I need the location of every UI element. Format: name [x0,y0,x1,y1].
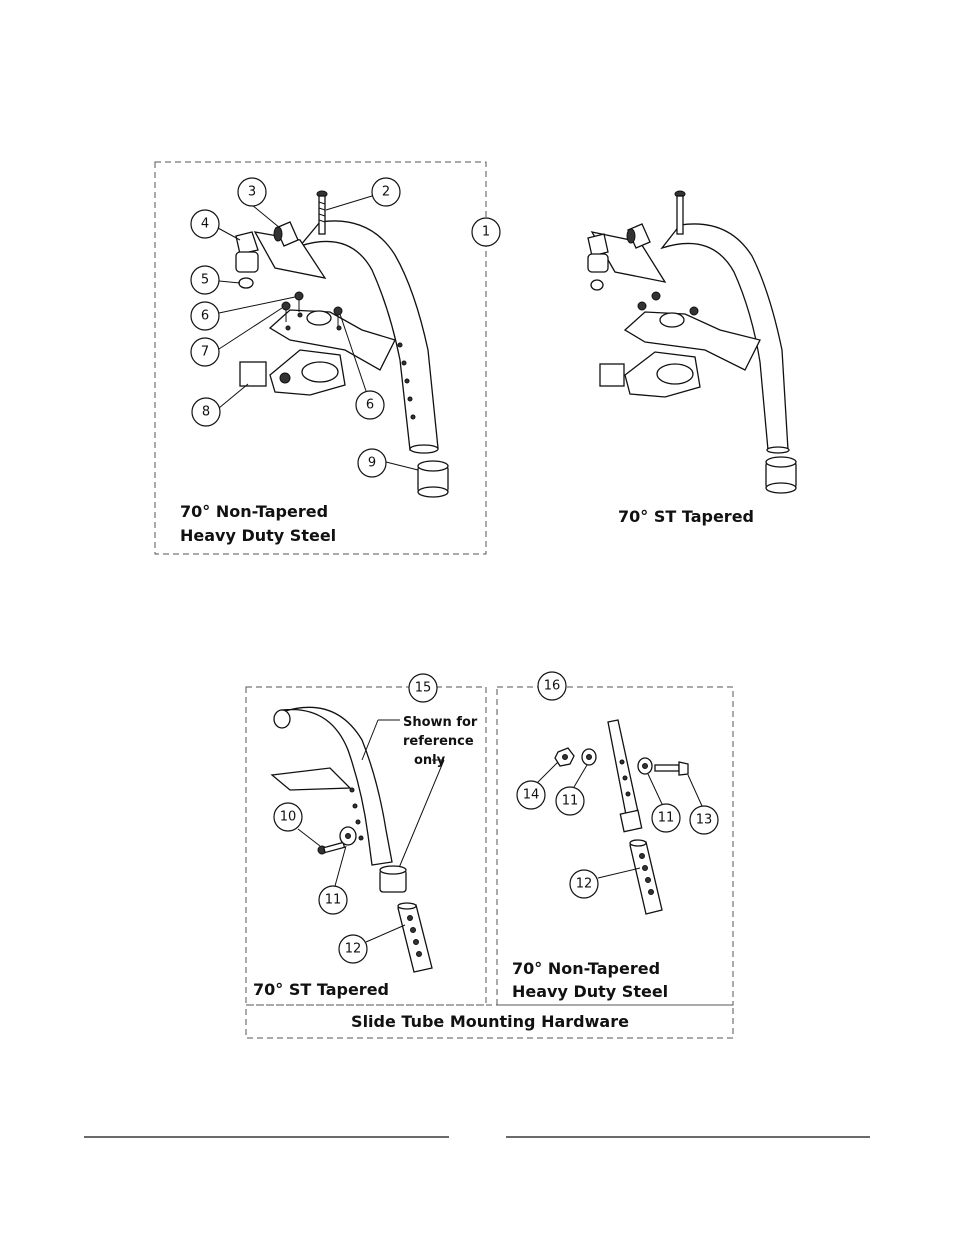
screw-part-10 [317,841,346,855]
screws-part-6-7 [281,291,343,326]
assembly-box-1 [154,161,487,555]
svg-text:11: 11 [562,794,579,809]
svg-text:10: 10 [280,810,297,825]
clamp-part-8 [239,349,346,396]
fork-plate-right [623,291,761,371]
caption-bottom-right-line2: Heavy Duty Steel [512,982,668,1001]
nut-part-14 [554,747,575,767]
slide-tube-bushing [379,865,407,893]
svg-text:reference: reference [403,734,474,749]
caption-bottom-right-line1: 70° Non-Tapered [512,959,660,978]
caption-bottom-left: 70° ST Tapered [253,980,389,999]
assembly-box-16 [496,686,734,1006]
svg-text:5: 5 [201,273,209,288]
callout-15-bubble [408,673,438,703]
caption-top-left-line2: Heavy Duty Steel [180,526,336,545]
svg-text:Shown for: Shown for [403,715,478,730]
assembly-box-15 [245,686,487,1006]
svg-text:9: 9 [368,456,376,471]
fork-plate [268,309,396,371]
callouts-bottom-left: 10 11 12 [273,802,406,964]
bushing-right [626,223,651,249]
callouts-bottom-right: 14 11 11 13 12 [516,761,719,899]
callout-1-bubble [471,217,501,247]
bolt-right [674,190,686,235]
svg-text:14: 14 [523,788,540,803]
callout-16: 16 [544,679,561,694]
svg-text:13: 13 [696,813,713,828]
callouts-top-left: 2 3 4 5 6 7 6 8 9 [190,177,419,478]
reference-tube [270,706,393,866]
svg-text:3: 3 [248,185,256,200]
spacer-part-11-b [637,757,653,775]
spacer-part-11-a [581,748,597,766]
non-tapered-tube [607,719,643,833]
bolt-part-2 [316,190,328,235]
nut-part-5 [238,277,254,289]
cap-right [587,233,609,291]
svg-text:6: 6 [201,309,209,324]
caption-top-right: 70° ST Tapered [618,507,754,526]
callout-16-bubble [537,671,567,701]
caster-stem-tube-left [298,220,439,454]
hardware-caption-box [245,1004,734,1039]
svg-text:4: 4 [201,217,209,232]
caption-slide-tube-hardware: Slide Tube Mounting Hardware [351,1012,629,1031]
svg-text:11: 11 [658,811,675,826]
slide-tube-part-12-left [397,902,433,973]
spacer-part-11-left [339,826,357,846]
tip-part-9 [417,460,449,498]
svg-text:12: 12 [576,877,593,892]
callout-1: 1 [482,225,490,240]
svg-text:8: 8 [202,405,210,420]
bolt-part-13 [654,761,689,776]
tip-right [765,456,797,494]
svg-text:only: only [414,753,446,768]
note-shown-for-reference: Shown for reference only [361,715,478,876]
slide-tube-part-12-right [629,839,663,915]
caster-stem-tube-right [660,223,790,454]
svg-text:11: 11 [325,893,342,908]
cap-part-4 [235,231,259,273]
caption-top-left-line1: 70° Non-Tapered [180,502,328,521]
svg-text:12: 12 [345,942,362,957]
clamp-right [599,351,701,398]
svg-text:7: 7 [201,345,209,360]
svg-text:6: 6 [366,398,374,413]
callout-15: 15 [415,681,432,696]
svg-text:2: 2 [382,185,390,200]
